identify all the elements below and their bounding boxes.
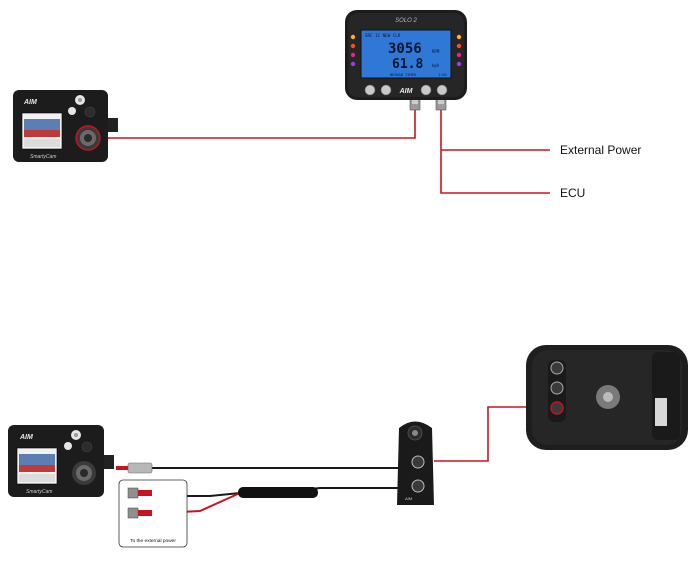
external-power-box: To the external power	[118, 479, 188, 548]
dash-to-power-ecu-cable	[440, 110, 550, 194]
camera-cable-connector	[127, 462, 153, 474]
smartycam-top: AIM SmartyCam	[13, 90, 118, 162]
dash-bottom-right: 1:05	[438, 73, 447, 77]
dash-button-3	[420, 84, 432, 96]
dash-rear-port-2	[550, 381, 564, 395]
dash-button-2	[380, 84, 392, 96]
dash-rear-label	[655, 398, 667, 426]
smartycam-bottom: AIM SmartyCam	[8, 425, 114, 497]
power-terminal-2	[127, 507, 152, 519]
dash-button-4	[436, 84, 448, 96]
dash-screen: SRC 1C NEW CLR 3056 RPM 61.8 kph BESKAB …	[360, 29, 452, 79]
dash-brand-text: SOLO 2	[395, 18, 417, 24]
dash-rear-port-1	[550, 361, 564, 375]
top-camera-model: SmartyCam	[30, 154, 56, 160]
bottom-camera-logo: AIM	[19, 434, 33, 441]
power-box-label: To the external power	[130, 538, 176, 544]
top-camera-logo: AIM	[23, 99, 37, 106]
hub-to-dash-cable	[434, 406, 544, 462]
dash-rear-port-3	[550, 401, 564, 415]
ecu-label: ECU	[560, 186, 585, 200]
hub-port-2	[411, 479, 425, 493]
dash-logo: AIM	[399, 88, 413, 95]
dash-screen-row1: SRC 1C NEW CLR	[365, 33, 401, 38]
cable-hub: AIM	[397, 421, 434, 505]
solo2-dash-unit: SOLO 2 SRC 1C NEW CLR 3056 RPM 61.8 kph …	[345, 10, 467, 100]
dash-rpm-unit: RPM	[432, 49, 440, 54]
dash-speed-value: 61.8	[392, 57, 423, 72]
hub-logo: AIM	[404, 496, 413, 501]
power-terminal-1	[127, 487, 152, 499]
dash-rear-view	[526, 345, 688, 450]
dash-rpm-value: 3056	[388, 41, 422, 57]
camera-to-dash-cable	[103, 110, 416, 139]
power-cable-splice	[238, 487, 318, 498]
dash-speed-unit: kph	[432, 63, 440, 68]
hub-port-1	[411, 455, 425, 469]
dash-bottom-left: BESKAB TIMER	[390, 73, 417, 77]
bottom-camera-model: SmartyCam	[26, 489, 52, 495]
external-power-label: External Power	[560, 143, 641, 157]
dash-button-1	[364, 84, 376, 96]
